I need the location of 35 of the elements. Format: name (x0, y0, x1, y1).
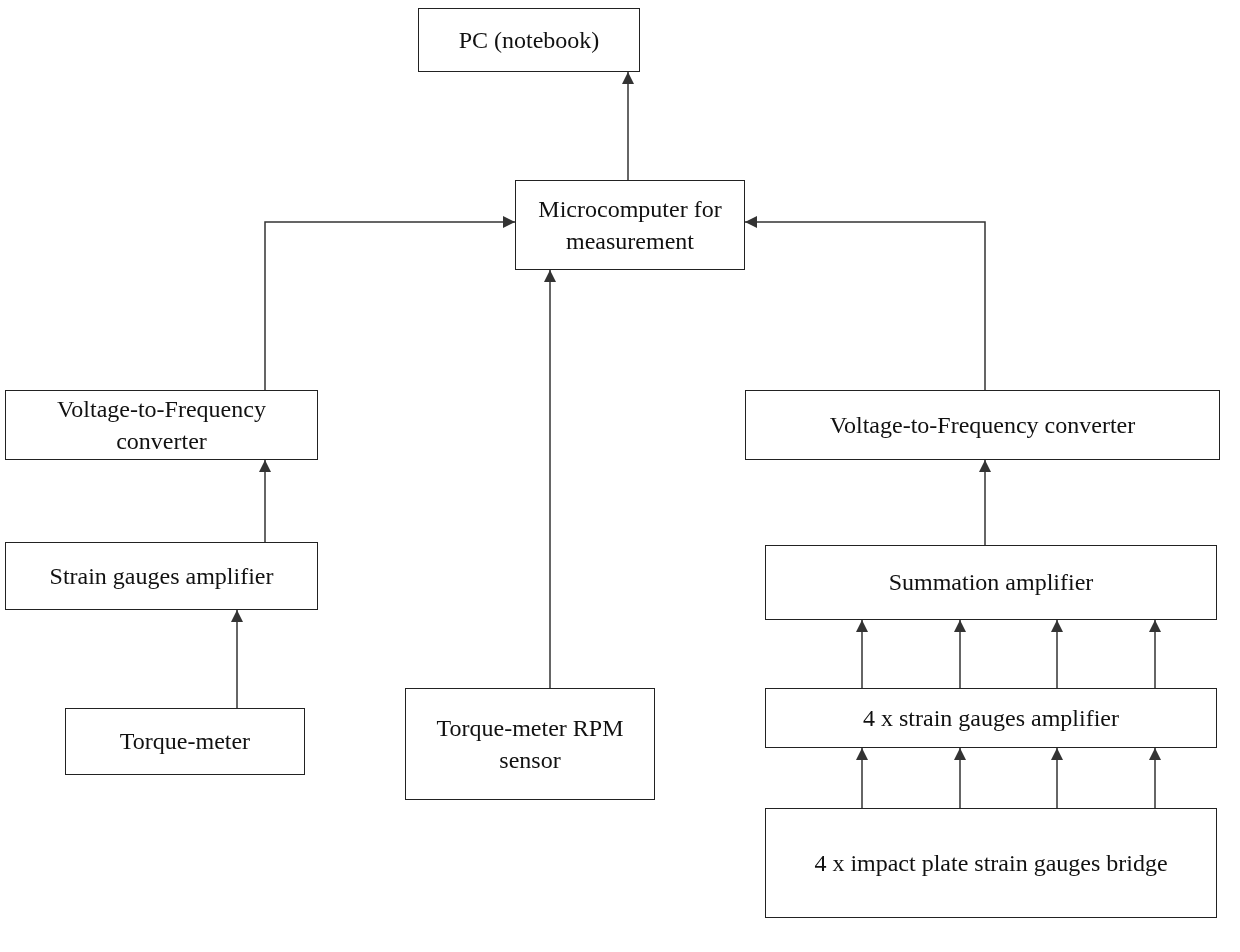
process-box (405, 688, 655, 800)
arrow (1051, 747, 1063, 809)
arrow (259, 459, 271, 543)
box-label: Summation amplifier (888, 568, 1094, 598)
process-box (515, 180, 745, 270)
box-label: Voltage-to-Frequency converter (829, 410, 1136, 440)
box-label: Voltage-to-Frequency converter (56, 394, 267, 456)
process-box (765, 688, 1217, 748)
arrow (1051, 619, 1063, 689)
arrow (231, 609, 243, 709)
process-box (5, 390, 318, 460)
arrow (622, 71, 634, 181)
arrow (856, 747, 868, 809)
process-box (65, 708, 305, 775)
box-label: Torque-meter (119, 727, 251, 757)
arrow (264, 216, 516, 391)
arrow (954, 747, 966, 809)
process-box (765, 808, 1217, 918)
arrow (979, 459, 991, 546)
arrow (744, 216, 986, 391)
arrow (544, 269, 556, 689)
arrow (856, 619, 868, 689)
process-box (745, 390, 1220, 460)
box-label: Strain gauges amplifier (49, 561, 274, 591)
arrow (1149, 619, 1161, 689)
process-box (418, 8, 640, 72)
process-box (765, 545, 1217, 620)
arrow (1149, 747, 1161, 809)
arrow (954, 619, 966, 689)
box-label: Torque-meter RPM sensor (435, 713, 625, 775)
box-label: PC (notebook) (458, 25, 600, 55)
box-label: 4 x impact plate strain gauges bridge (814, 848, 1168, 878)
box-label: Microcomputer for measurement (537, 194, 723, 256)
process-box (5, 542, 318, 610)
box-label: 4 x strain gauges amplifier (863, 703, 1119, 733)
